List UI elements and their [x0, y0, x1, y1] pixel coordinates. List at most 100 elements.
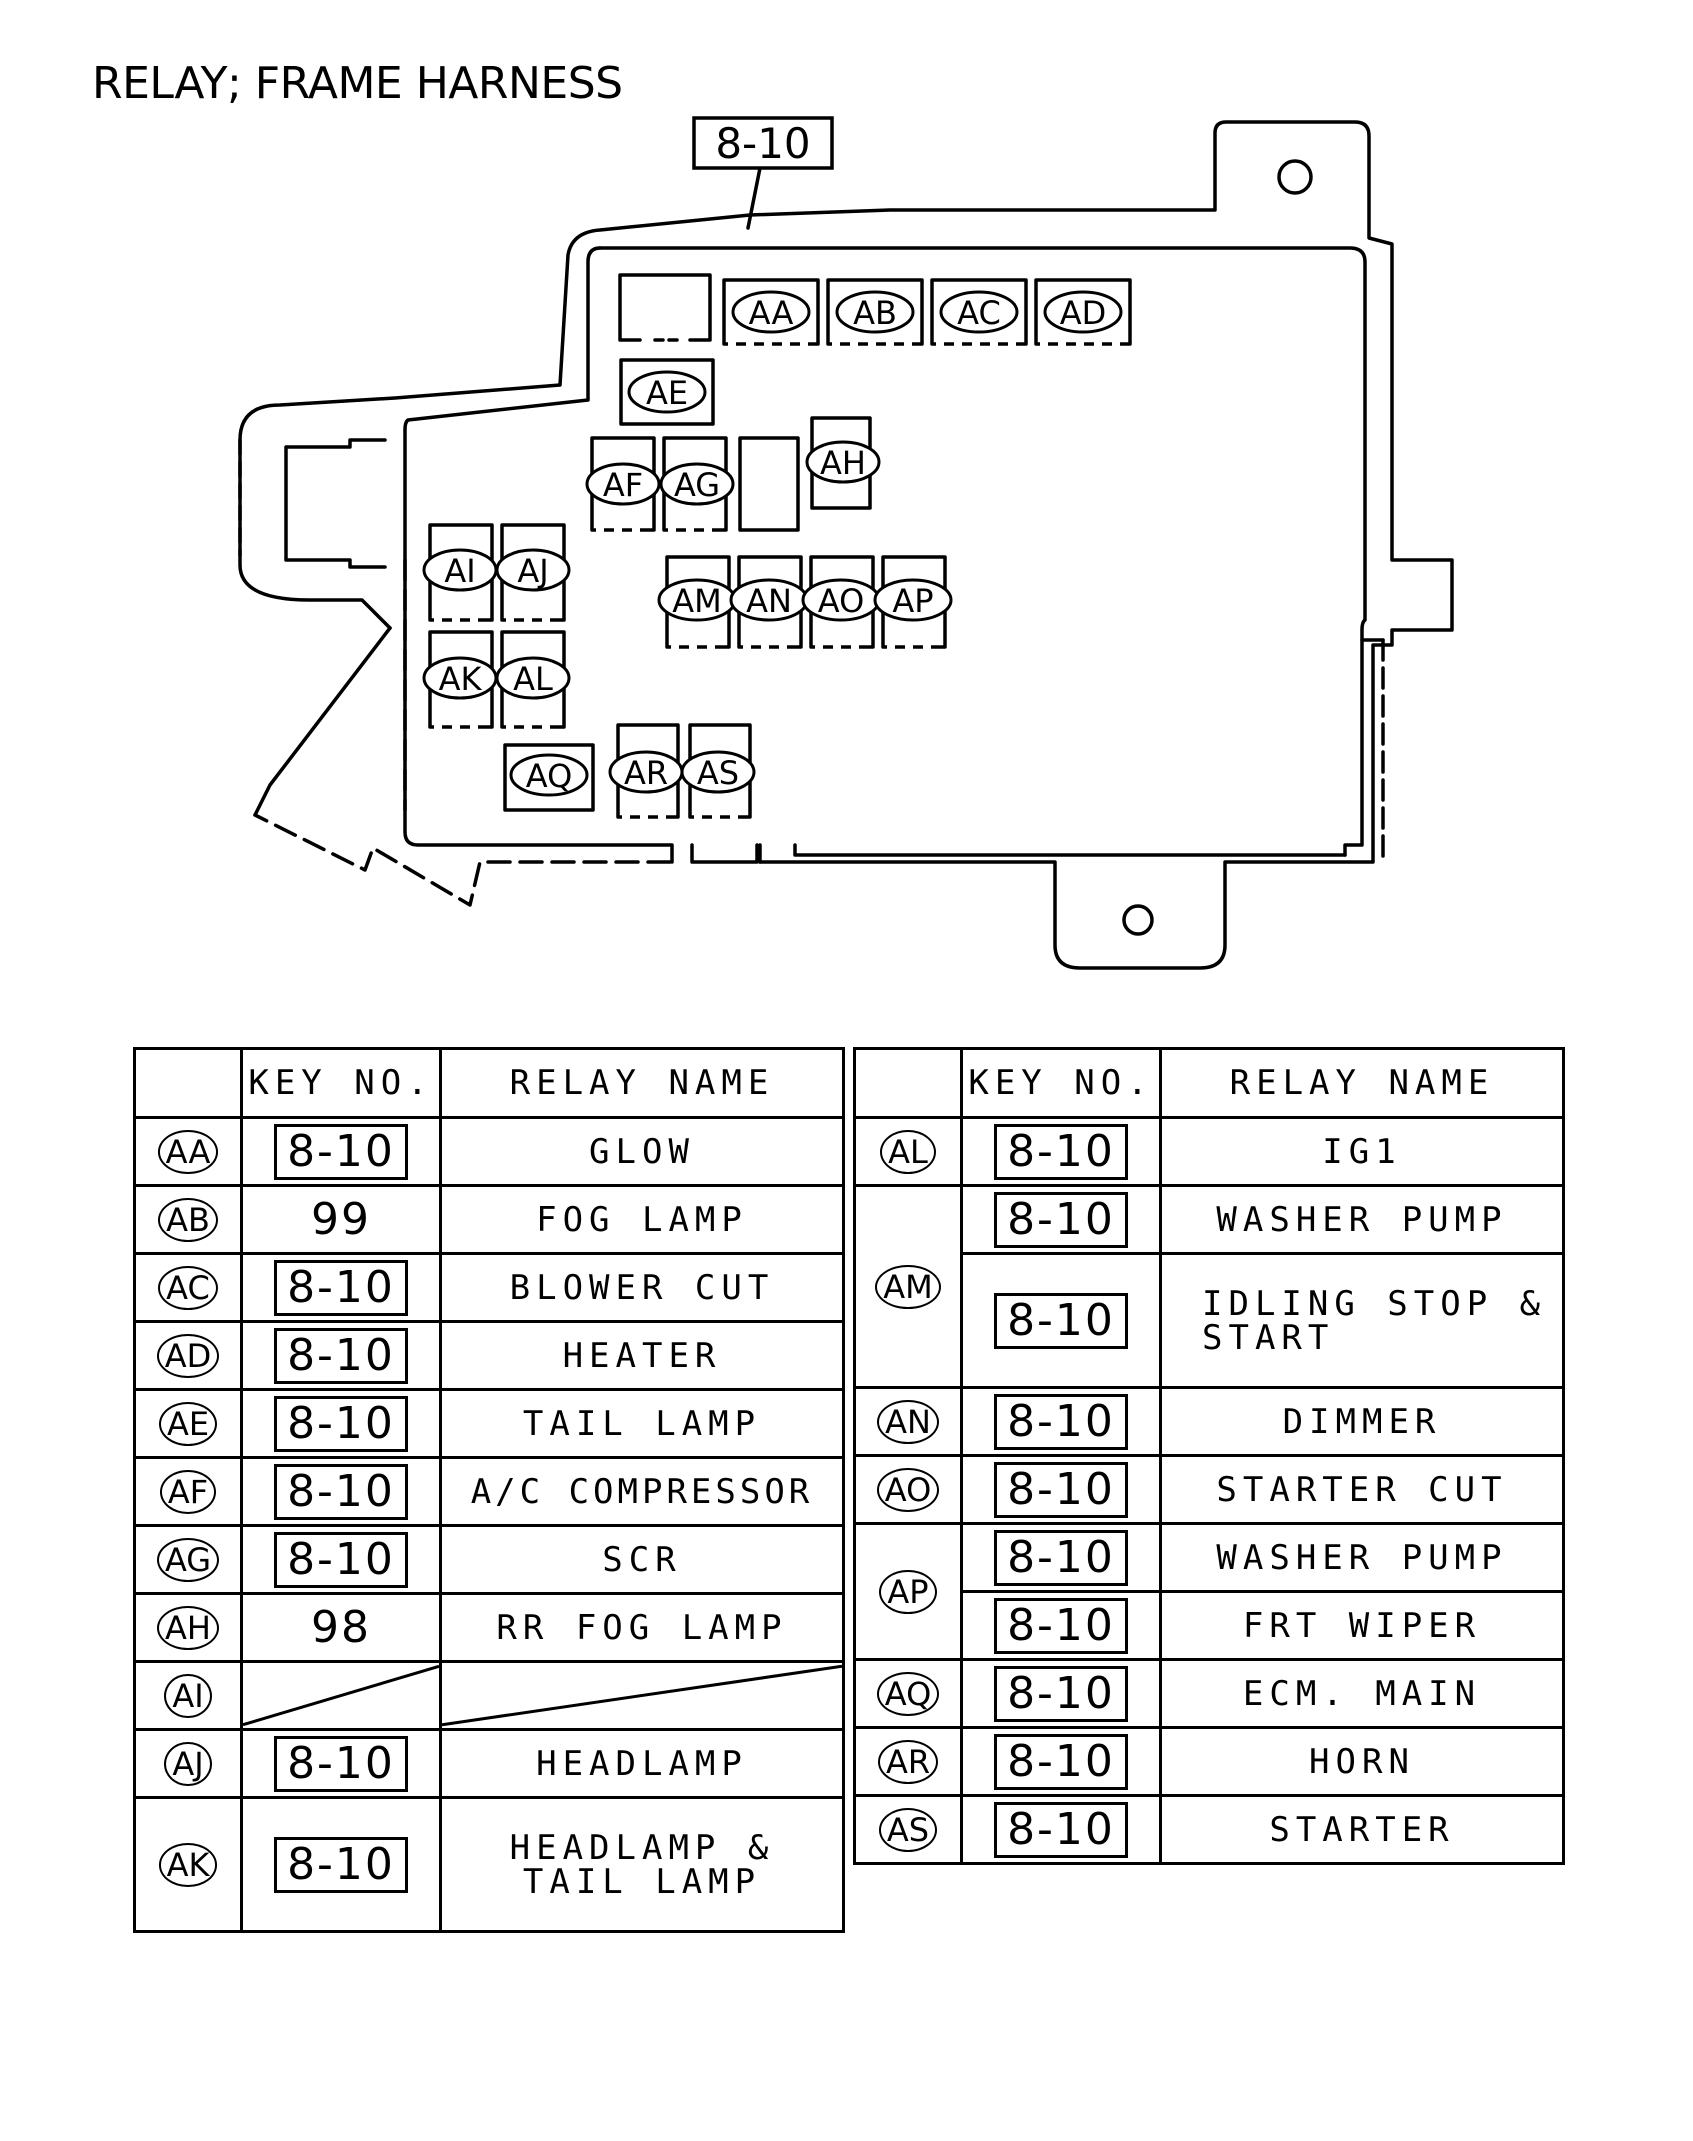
svg-text:AI: AI [444, 552, 475, 590]
table-row: AR 8-10 HORN [853, 1726, 1565, 1797]
relay-name-line2: TAIL LAMP [522, 1861, 762, 1902]
relay-name: HORN [1159, 1726, 1565, 1797]
relay-code: AQ [876, 1671, 940, 1716]
svg-text:AD: AD [1060, 294, 1107, 332]
relay-name: IDLING STOP & START [1159, 1252, 1565, 1389]
relay-label-AI: AI [422, 548, 498, 592]
relay-label-AE: AE [627, 370, 707, 414]
relay-code: AP [879, 1569, 937, 1614]
relay-name-line1: HEADLAMP & [509, 1827, 775, 1868]
relay-code: AC [158, 1265, 218, 1310]
relay-name: STARTER CUT [1159, 1454, 1565, 1525]
relay-name-line2: START [1202, 1317, 1335, 1358]
svg-text:AC: AC [957, 294, 1001, 332]
svg-text:AG: AG [674, 466, 720, 504]
svg-text:AM: AM [672, 582, 722, 620]
svg-text:AB: AB [853, 294, 897, 332]
relay-code: AR [877, 1739, 939, 1784]
table-row: AG 8-10 SCR [133, 1524, 845, 1595]
key-no: 99 [311, 1194, 371, 1245]
relay-name: DIMMER [1159, 1386, 1565, 1457]
table-row: AP 8-10 WASHER PUMP [853, 1522, 1565, 1661]
relay-table-right: KEY NO. RELAY NAME AL 8-10 IG1 AM 8-10 W… [853, 1047, 1565, 1865]
svg-text:AR: AR [624, 754, 668, 792]
empty-key-slash [240, 1660, 442, 1731]
key-no: 8-10 [994, 1529, 1128, 1586]
relay-name: FRT WIPER [1159, 1590, 1565, 1661]
table-row-unused: AI [133, 1660, 845, 1731]
key-no: 98 [311, 1602, 371, 1653]
key-no: 8-10 [994, 1461, 1128, 1518]
table-row: AH 98 RR FOG LAMP [133, 1592, 845, 1663]
key-no: 8-10 [274, 1123, 408, 1180]
empty-name-slash [439, 1660, 845, 1731]
relay-label-AB: AB [835, 290, 915, 334]
relay-code: AA [157, 1129, 219, 1174]
table-row: AO 8-10 STARTER CUT [853, 1454, 1565, 1525]
key-no: 8-10 [274, 1836, 408, 1893]
relay-box-diagram: 8-10 AA AB AC AD AE AF AG AH AI AJ AK AL… [238, 116, 1454, 970]
relay-table-left: KEY NO. RELAY NAME AA 8-10 GLOW AB 99 FO… [133, 1047, 845, 1933]
relay-name: SCR [439, 1524, 845, 1595]
relay-code: AK [158, 1842, 218, 1887]
header-code [133, 1047, 243, 1119]
relay-label-AC: AC [939, 290, 1019, 334]
relay-label-AF: AF [585, 462, 661, 506]
relay-code: AM [875, 1264, 941, 1309]
svg-text:AS: AS [697, 754, 739, 792]
key-no: 8-10 [994, 1123, 1128, 1180]
table-row: AL 8-10 IG1 [853, 1116, 1565, 1187]
key-no: 8-10 [274, 1735, 408, 1792]
relay-code: AG [156, 1537, 220, 1582]
table-row: 8-10 FRT WIPER [855, 1590, 1565, 1661]
relay-name: GLOW [439, 1116, 845, 1187]
key-no: 8-10 [994, 1665, 1128, 1722]
relay-label-AM: AM [657, 578, 737, 622]
table-row: AC 8-10 BLOWER CUT [133, 1252, 845, 1323]
relay-label-AH: AH [805, 440, 881, 484]
svg-text:AE: AE [646, 374, 688, 412]
relay-label-AJ: AJ [495, 548, 571, 592]
table-row: AD 8-10 HEATER [133, 1320, 845, 1391]
table-row: AM 8-10 WASHER PUMP [853, 1184, 1565, 1389]
relay-name: ECM. MAIN [1159, 1658, 1565, 1729]
header-key-no: KEY NO. [960, 1047, 1162, 1119]
table-row: AA 8-10 GLOW [133, 1116, 845, 1187]
relay-code: AO [876, 1467, 940, 1512]
key-no: 8-10 [994, 1191, 1128, 1248]
svg-text:AQ: AQ [526, 757, 573, 795]
key-no: 8-10 [274, 1395, 408, 1452]
header-relay-name: RELAY NAME [1159, 1047, 1565, 1119]
table-row: AB 99 FOG LAMP [133, 1184, 845, 1255]
key-no: 8-10 [274, 1327, 408, 1384]
relay-name-line1: IDLING STOP & [1202, 1283, 1547, 1324]
relay-name: BLOWER CUT [439, 1252, 845, 1323]
relay-label-AP: AP [873, 578, 953, 622]
relay-name: IG1 [1159, 1116, 1565, 1187]
table-row: AS 8-10 STARTER [853, 1794, 1565, 1865]
svg-text:AH: AH [820, 444, 866, 482]
table-header-row: KEY NO. RELAY NAME [133, 1047, 845, 1119]
relay-label-AQ: AQ [509, 753, 589, 797]
svg-text:AA: AA [749, 294, 794, 332]
key-no: 8-10 [274, 1259, 408, 1316]
relay-label-AN: AN [729, 578, 809, 622]
relay-code: AH [157, 1605, 219, 1650]
svg-text:AO: AO [818, 582, 865, 620]
svg-text:AK: AK [439, 660, 483, 698]
header-key-no: KEY NO. [240, 1047, 442, 1119]
relay-name: HEADLAMP [439, 1728, 845, 1799]
table-row: AQ 8-10 ECM. MAIN [853, 1658, 1565, 1729]
header-relay-name: RELAY NAME [439, 1047, 845, 1119]
relay-code: AS [878, 1807, 938, 1852]
svg-text:AJ: AJ [517, 552, 548, 590]
key-no: 8-10 [994, 1733, 1128, 1790]
svg-text:AL: AL [513, 660, 553, 698]
key-no: 8-10 [274, 1463, 408, 1520]
relay-name: TAIL LAMP [439, 1388, 845, 1459]
relay-code: AE [158, 1401, 218, 1446]
relay-code: AJ [164, 1741, 212, 1786]
relay-code: AD [156, 1333, 220, 1378]
svg-text:AN: AN [746, 582, 792, 620]
relay-name: WASHER PUMP [1159, 1184, 1565, 1255]
